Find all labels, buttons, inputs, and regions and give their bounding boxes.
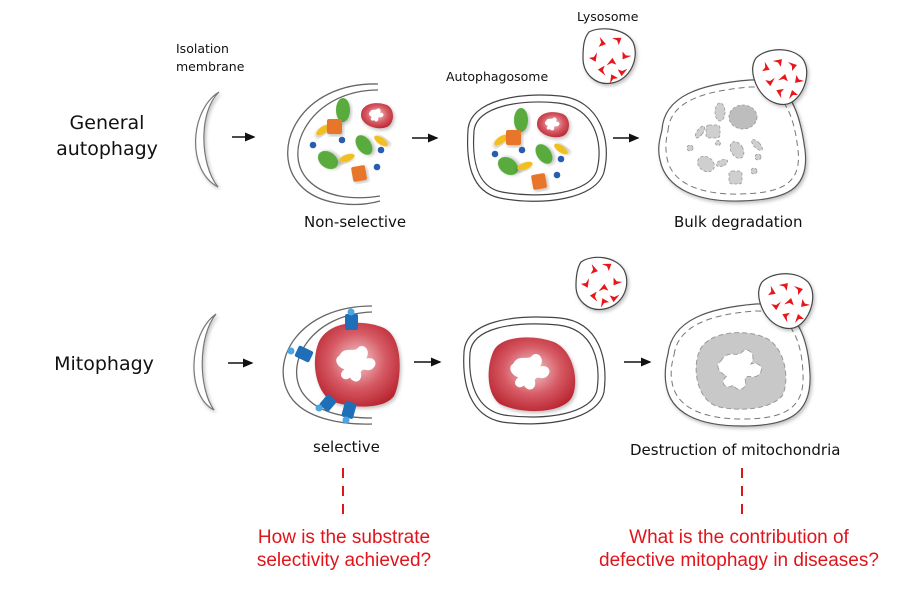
- question-substrate-selectivity: How is the substrate selectivity achieve…: [233, 526, 455, 572]
- label-non-selective: Non-selective: [304, 213, 407, 231]
- question-1-line1: How is the substrate: [257, 527, 431, 548]
- autophagosome-mito: [463, 316, 606, 425]
- autophagosome-general: [467, 94, 607, 202]
- phagophore-nonselective: [287, 83, 393, 206]
- phagophore-selective: [282, 305, 400, 425]
- mitophagy-receptors: [287, 308, 358, 424]
- row-title-line1: General: [69, 112, 145, 134]
- lysosome-fused-1: [752, 49, 808, 106]
- label-destruction-of-mitochondria: Destruction of mitochondria: [630, 441, 841, 459]
- question-1-line2: selectivity achieved?: [256, 550, 432, 571]
- label-lysosome: Lysosome: [577, 9, 639, 24]
- lysosome-fused-2: [758, 273, 814, 330]
- cargo-items-1: [309, 98, 393, 182]
- lysosome-1: [582, 28, 636, 85]
- isolation-membrane-1: [195, 91, 220, 188]
- autolysosome-general: [658, 79, 807, 202]
- lysosome-2: [575, 256, 628, 311]
- label-autophagosome: Autophagosome: [446, 69, 549, 84]
- label-bulk-degradation: Bulk degradation: [674, 213, 803, 231]
- isolation-membrane-2: [193, 313, 217, 411]
- label-isolation-line1: Isolation: [176, 41, 229, 56]
- label-isolation-line2: membrane: [176, 59, 245, 74]
- question-defective-mitophagy: What is the contribution of defective mi…: [574, 526, 904, 572]
- question-2-line2: defective mitophagy in diseases?: [599, 550, 879, 571]
- row-title-general-autophagy: General autophagy: [52, 110, 162, 162]
- label-selective: selective: [313, 438, 380, 456]
- question-2-line1: What is the contribution of: [629, 527, 849, 548]
- mitochondrion-selective: [314, 322, 400, 407]
- row-title-mitophagy: Mitophagy: [54, 353, 154, 375]
- row-title-line2: autophagy: [56, 138, 158, 160]
- label-isolation-membrane: Isolation membrane: [176, 40, 244, 76]
- autolysosome-mito: [664, 303, 811, 427]
